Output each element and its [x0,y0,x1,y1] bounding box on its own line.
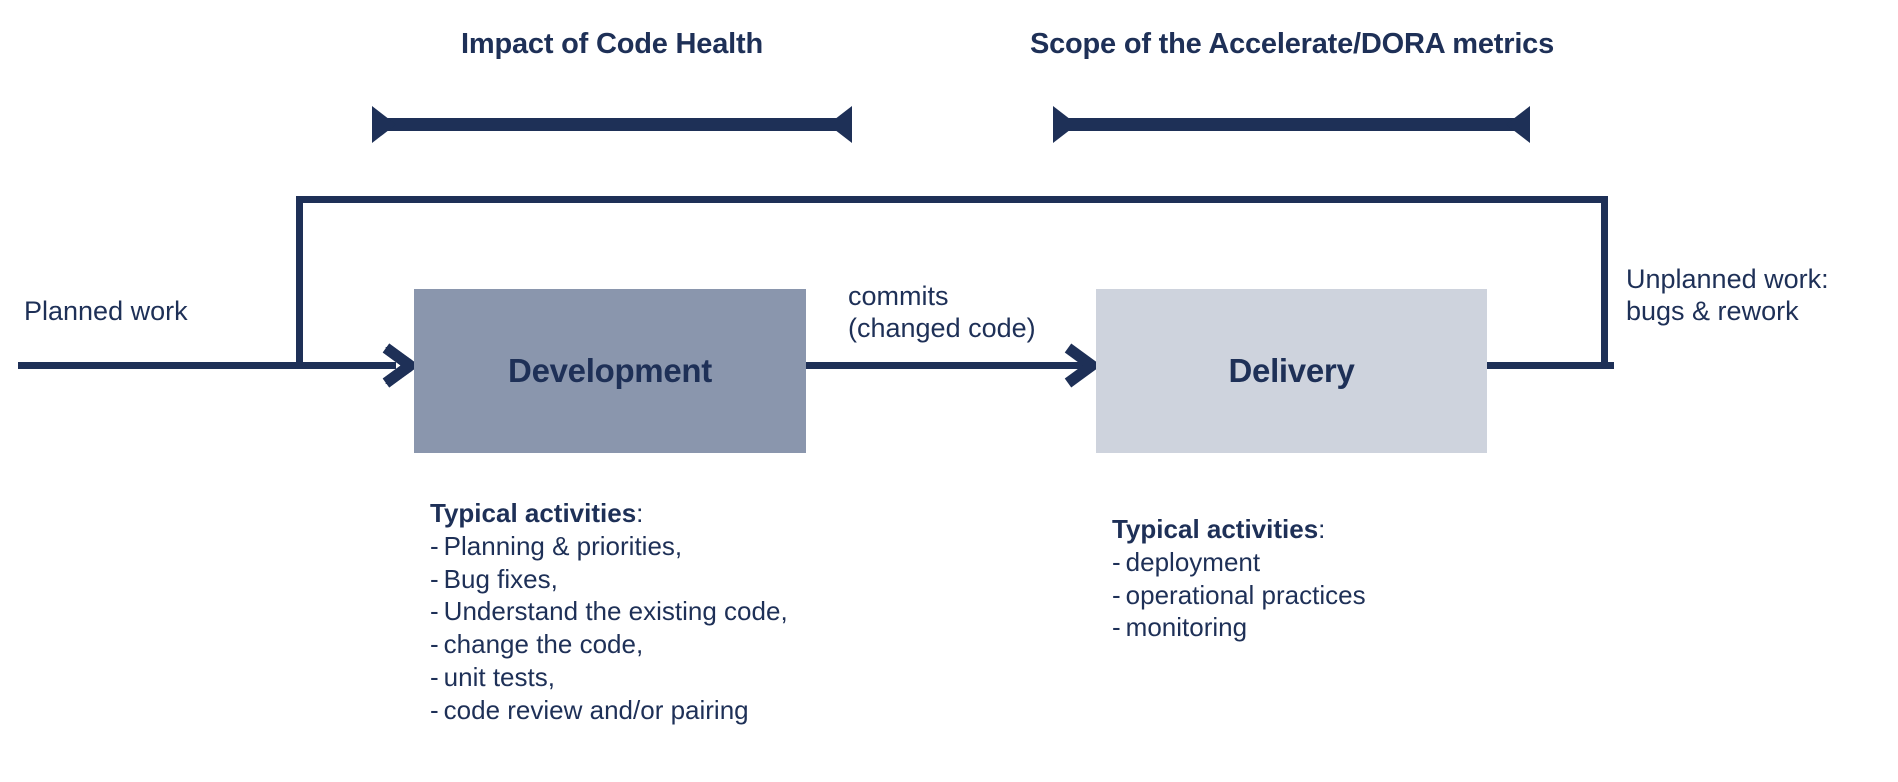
list-item: -deployment [1112,546,1366,579]
list-item: -monitoring [1112,611,1366,644]
list-item: -Understand the existing code, [430,595,788,628]
bullet-dash-icon: - [430,661,439,692]
list-item-label: monitoring [1125,612,1248,643]
bullet-dash-icon: - [1112,579,1121,610]
list-item-label: deployment [1125,546,1261,577]
bullet-dash-icon: - [430,694,439,725]
bracket-scope-dora-metrics [1053,106,1530,143]
list-item: -change the code, [430,628,788,661]
list-item-label: Understand the existing code, [443,596,788,627]
list-item: -code review and/or pairing [430,694,788,727]
activities-delivery-heading: Typical activities: [1112,513,1366,546]
list-item: -unit tests, [430,661,788,694]
activities-delivery-heading-colon: : [1318,514,1326,544]
list-item-label: code review and/or pairing [443,694,749,725]
commits-arrow [806,343,1102,388]
activities-development-heading-text: Typical activities [430,498,637,528]
bullet-dash-icon: - [430,563,439,594]
activities-development-heading: Typical activities: [430,497,788,530]
bracket-title-impact-of-code-health: Impact of Code Health [461,28,763,60]
activities-development-list: -Planning & priorities, -Bug fixes, -Und… [430,530,788,727]
bracket-impact-of-code-health [372,106,852,143]
list-item-label: unit tests, [443,661,555,692]
process-box-development-label: Development [508,352,712,389]
list-item-label: change the code, [443,629,644,659]
list-item: -Planning & priorities, [430,530,788,563]
planned-work-arrow [18,343,420,388]
bracket-title-scope-dora-metrics: Scope of the Accelerate/DORA metrics [1029,28,1555,60]
bullet-dash-icon: - [430,629,439,659]
bullet-dash-icon: - [1112,612,1121,643]
list-item: -Bug fixes, [430,563,788,596]
process-box-delivery-label: Delivery [1228,352,1355,389]
list-item: -operational practices [1112,579,1366,612]
unplanned-work-label: Unplanned work: bugs & rework [1626,264,1829,326]
activities-development-heading-colon: : [636,498,644,528]
bullet-dash-icon: - [430,596,439,627]
activities-delivery-list: -deployment -operational practices -moni… [1112,546,1366,644]
process-box-development[interactable]: Development [414,289,806,453]
bullet-dash-icon: - [1112,546,1121,577]
activities-delivery-heading-text: Typical activities [1112,514,1319,544]
activities-delivery: Typical activities: -deployment -operati… [1112,513,1366,644]
commits-label: commits (changed code) [848,281,1036,343]
bullet-dash-icon: - [430,530,439,561]
process-box-delivery[interactable]: Delivery [1096,289,1487,453]
list-item-label: Bug fixes, [443,563,558,594]
planned-work-label: Planned work [24,296,188,326]
list-item-label: operational practices [1125,579,1366,610]
activities-development: Typical activities: -Planning & prioriti… [430,497,788,726]
list-item-label: Planning & priorities, [443,530,683,561]
